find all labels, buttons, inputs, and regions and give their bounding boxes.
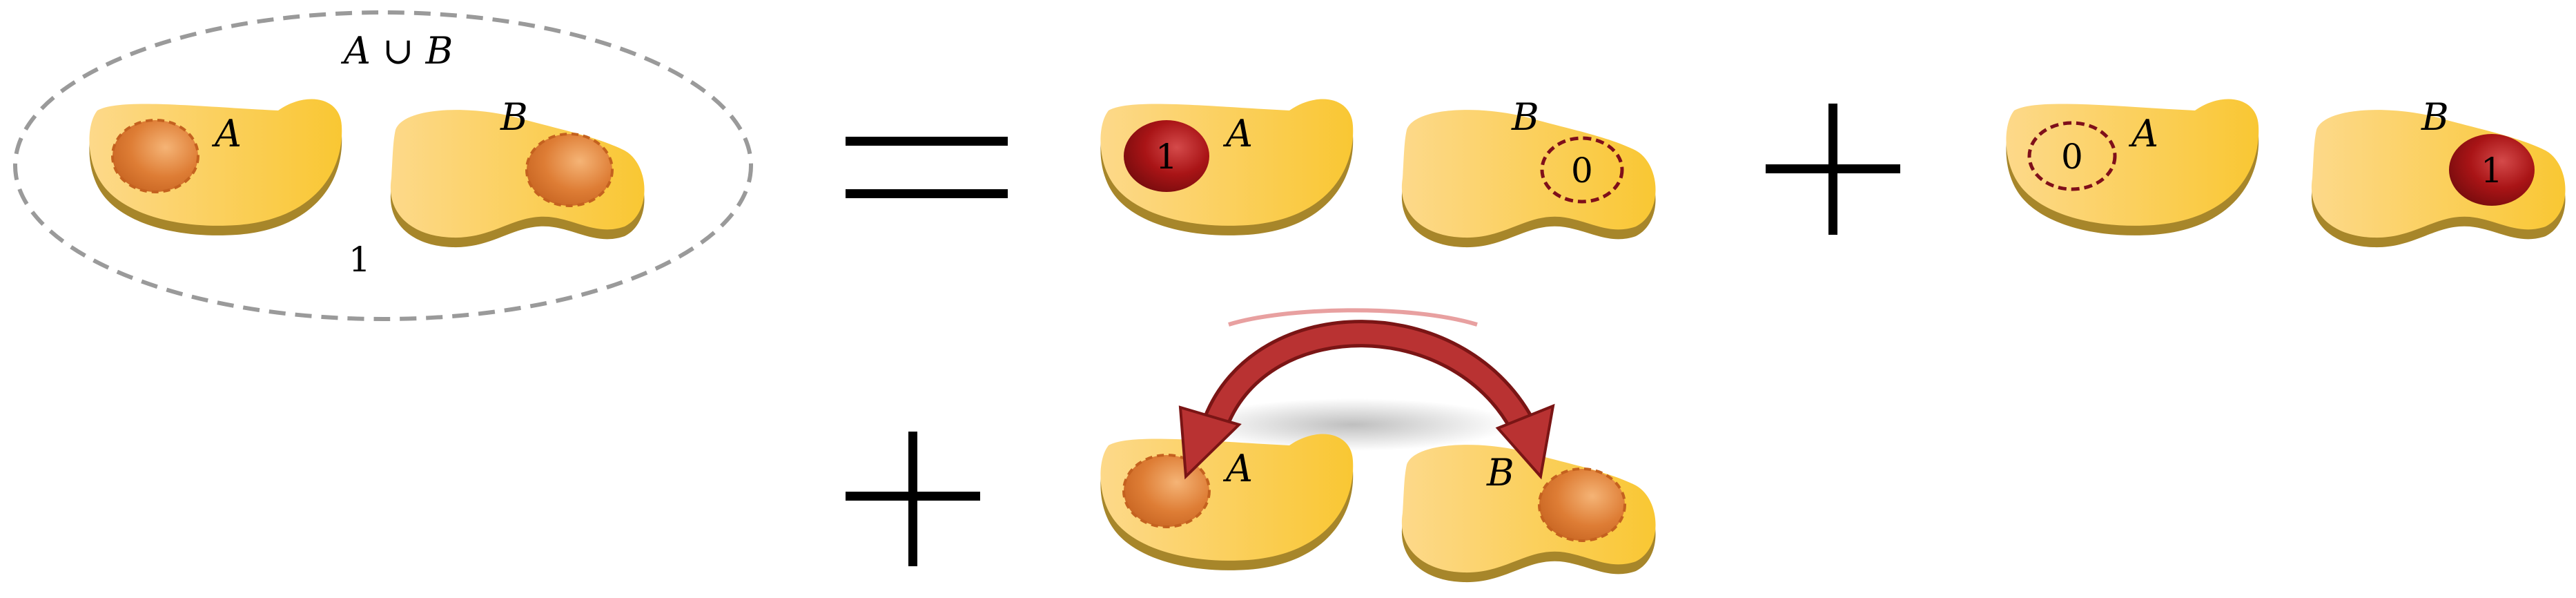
bean-a-term2: 0 A xyxy=(2006,99,2259,235)
term-3: A B xyxy=(1100,308,1656,583)
label-a: A xyxy=(2128,112,2158,155)
label-b: B xyxy=(1486,451,1514,494)
label-a: A xyxy=(211,112,242,155)
label-a: A xyxy=(1222,447,1253,490)
bean-b-term2: 1 B xyxy=(2311,95,2566,248)
term-2: 0 A 1 B xyxy=(2006,95,2566,248)
term1-b-value: 0 xyxy=(1571,151,1593,191)
exchange-arrow xyxy=(1178,308,1555,480)
spot-a-empty xyxy=(2027,121,2117,191)
bean-a-union: A xyxy=(89,99,342,235)
spot-a xyxy=(111,119,199,193)
union-ellipse xyxy=(13,10,753,321)
plus-sign-bottom xyxy=(846,432,980,566)
bean-a-term1: 1 A xyxy=(1100,99,1354,235)
equals-sign xyxy=(846,137,1008,198)
spot-b-filled xyxy=(2449,134,2535,206)
term1-a-value: 1 xyxy=(1155,137,1178,177)
arrow-shadow xyxy=(1194,398,1512,451)
spot-b-empty xyxy=(1540,136,1624,204)
label-b: B xyxy=(2421,95,2449,139)
union-value: 1 xyxy=(349,240,371,280)
bean-b-term3: B xyxy=(1401,445,1656,583)
label-b: B xyxy=(1511,95,1539,139)
spot-a-filled xyxy=(1124,120,1209,192)
term2-b-value: 1 xyxy=(2481,151,2503,191)
label-b: B xyxy=(500,95,528,139)
plus-sign-top xyxy=(1766,104,1900,235)
arrow-head-right xyxy=(1495,403,1555,480)
spot-b xyxy=(1538,467,1626,542)
spot-b xyxy=(525,133,614,207)
arrow-head-left xyxy=(1178,405,1242,480)
term2-a-value: 0 xyxy=(2061,137,2083,177)
bean-a-term3: A xyxy=(1100,434,1354,570)
union-label: A ∪ B xyxy=(340,29,453,73)
label-a: A xyxy=(1222,112,1253,155)
term-1: 1 A 0 B xyxy=(1100,95,1656,248)
union-group: A ∪ B 1 A B xyxy=(13,10,753,321)
bean-b-term1: 0 B xyxy=(1401,95,1656,248)
bean-b-union: B xyxy=(390,95,645,248)
